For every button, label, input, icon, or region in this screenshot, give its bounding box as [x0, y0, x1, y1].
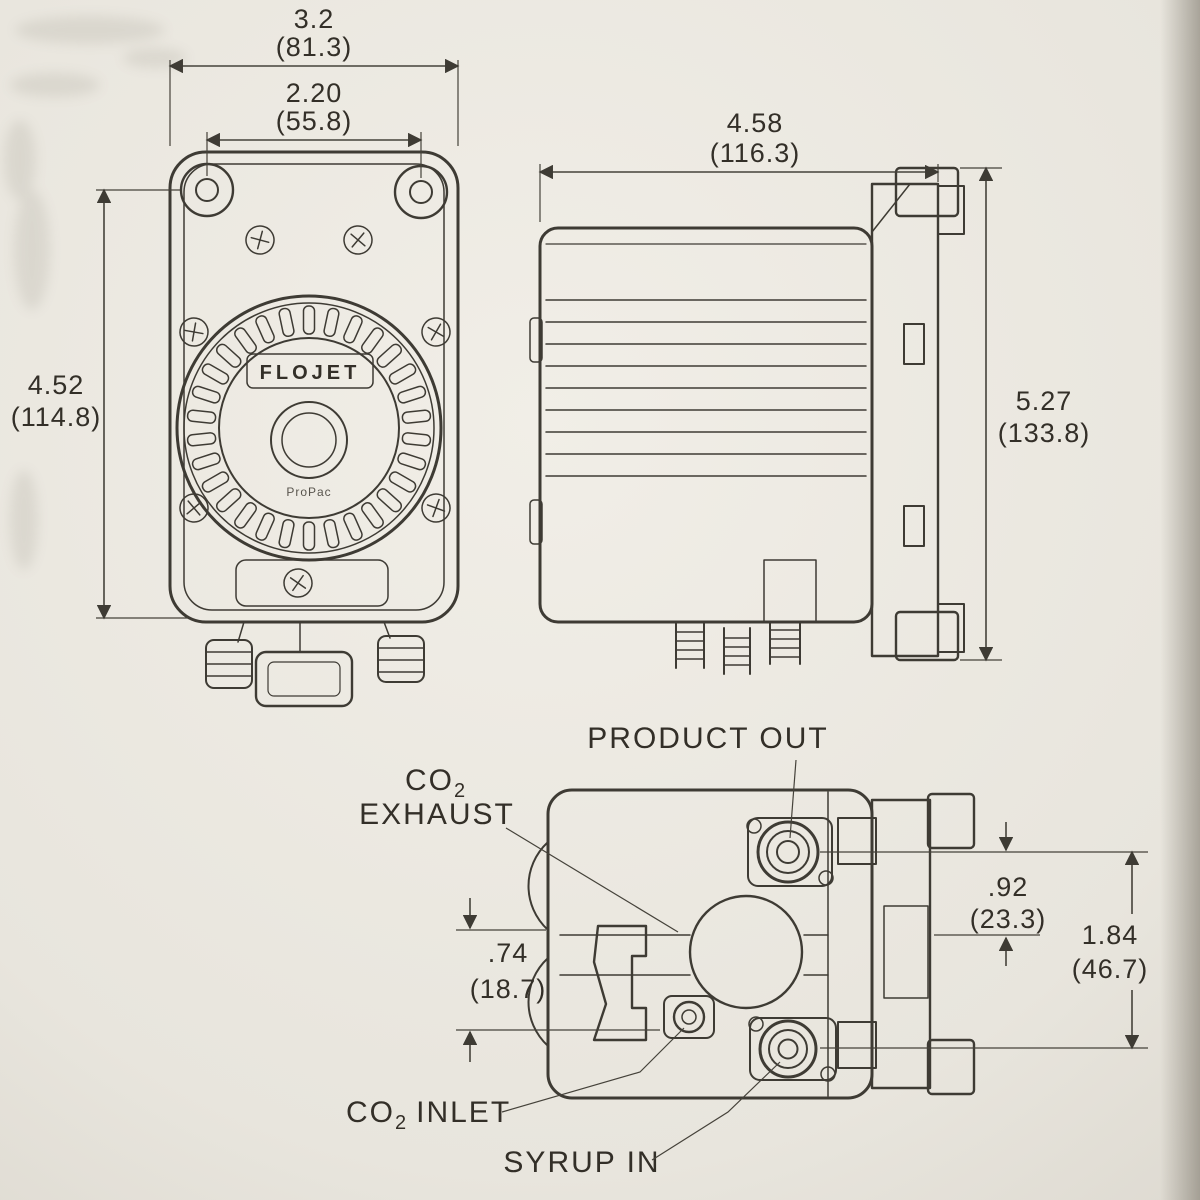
dim-metric: (18.7)	[470, 974, 547, 1004]
pump-head-face: FLOJET ProPac	[175, 294, 443, 562]
dim-front-overall-width: 3.2 (81.3)	[168, 4, 460, 146]
cooling-fins	[545, 299, 867, 477]
front-lower-fittings	[205, 559, 425, 708]
pump-front-body	[168, 150, 460, 624]
dim-product-out-offset: .92 (23.3)	[820, 822, 1148, 966]
dim-metric: (46.7)	[1072, 954, 1149, 984]
scan-bleedthrough-smudges	[4, 16, 187, 570]
co2-inlet-port	[663, 995, 715, 1039]
dim-metric: (116.3)	[710, 138, 801, 168]
center-hub	[270, 401, 348, 479]
dim-value: 4.58	[727, 108, 784, 138]
dim-side-height: 5.27 (133.8)	[960, 166, 1091, 662]
pump-dome	[688, 894, 804, 1010]
dim-value: 5.27	[1016, 386, 1073, 416]
dim-metric: (81.3)	[276, 32, 353, 62]
brand-logo-box	[246, 353, 374, 389]
brand-logo-text: FLOJET	[260, 362, 361, 384]
face-small-text: ProPac	[286, 485, 331, 499]
page-edge-shadow	[1160, 0, 1200, 1200]
side-bottom-fittings	[675, 559, 817, 675]
syrup-in-port	[748, 1016, 837, 1082]
dim-side-depth: 4.58 (116.3)	[538, 108, 940, 222]
dim-metric: (114.8)	[11, 402, 102, 432]
co2-exhaust-label-line2: EXHAUST	[359, 798, 515, 831]
dim-front-height: 4.52 (114.8)	[11, 188, 188, 620]
dim-value: 4.52	[28, 370, 85, 400]
dim-value: 1.84	[1082, 920, 1139, 950]
dim-value: .92	[988, 872, 1029, 902]
bottom-mounting-flange	[837, 792, 976, 1096]
dim-metric: (23.3)	[970, 904, 1047, 934]
dim-front-hole-spacing: 2.20 (55.8)	[205, 78, 423, 178]
dim-inlet-offset: .74 (18.7)	[456, 898, 660, 1062]
dim-value: 2.20	[286, 78, 343, 108]
front-view: FLOJET ProPac 3.2	[11, 4, 460, 708]
dim-metric: (55.8)	[276, 106, 353, 136]
dim-port-spacing: 1.84 (46.7)	[820, 850, 1149, 1050]
dim-value: 3.2	[294, 4, 335, 34]
side-view: 4.58 (116.3) 5.27 (133.8)	[529, 108, 1091, 675]
retainer-clip	[592, 924, 648, 1042]
syrup-in-label: SYRUP IN	[503, 1146, 660, 1179]
dim-value: .74	[488, 938, 529, 968]
co2-exhaust-label-line1: CO2	[405, 764, 467, 802]
dim-metric: (133.8)	[998, 418, 1091, 448]
product-out-label: PRODUCT OUT	[587, 722, 828, 755]
